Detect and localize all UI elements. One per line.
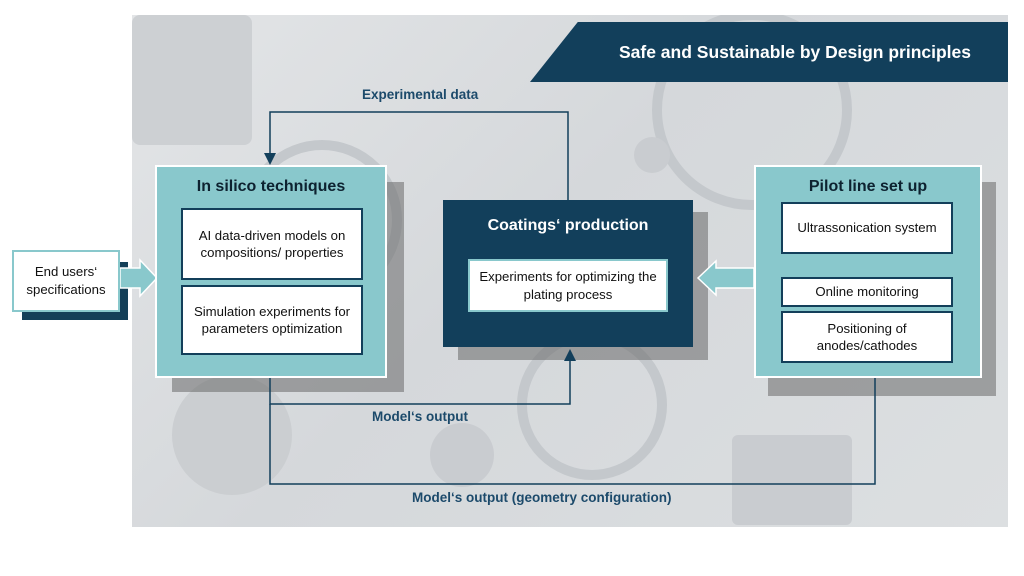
experimental-data-connector <box>264 111 569 200</box>
end-users-arrow <box>119 258 159 298</box>
plating-experiments-box: Experiments for optimizing the plating p… <box>468 259 668 312</box>
in-silico-title: In silico techniques <box>196 178 346 195</box>
model-output-geometry-connector <box>269 359 881 485</box>
simulation-box: Simulation experiments for parameters op… <box>181 285 363 355</box>
pilot-to-coatings-arrow <box>696 259 755 297</box>
anodes-cathodes-box: Positioning of anodes/cathodes <box>781 311 953 363</box>
coatings-panel: Coatings‘ production Experiments for opt… <box>443 200 693 347</box>
coatings-title: Coatings‘ production <box>487 217 649 234</box>
models-output-label: Model‘s output <box>372 409 468 424</box>
models-output-geometry-label: Model‘s output (geometry configuration) <box>412 490 672 505</box>
pilot-line-panel: Pilot line set up Ultrassonication syste… <box>754 165 982 378</box>
model-output-connector <box>269 349 576 405</box>
end-users-box: End users‘ specifications <box>12 250 120 312</box>
header-ribbon <box>530 22 1008 82</box>
ultrasonication-box: Ultrassonication system <box>781 202 953 254</box>
online-monitoring-box: Online monitoring <box>781 277 953 307</box>
page-title: Safe and Sustainable by Design principle… <box>618 41 972 62</box>
pilot-line-title: Pilot line set up <box>808 178 928 195</box>
ai-models-box: AI data-driven models on compositions/ p… <box>181 208 363 280</box>
experimental-data-label: Experimental data <box>362 87 479 102</box>
in-silico-panel: In silico techniques AI data-driven mode… <box>155 165 387 378</box>
